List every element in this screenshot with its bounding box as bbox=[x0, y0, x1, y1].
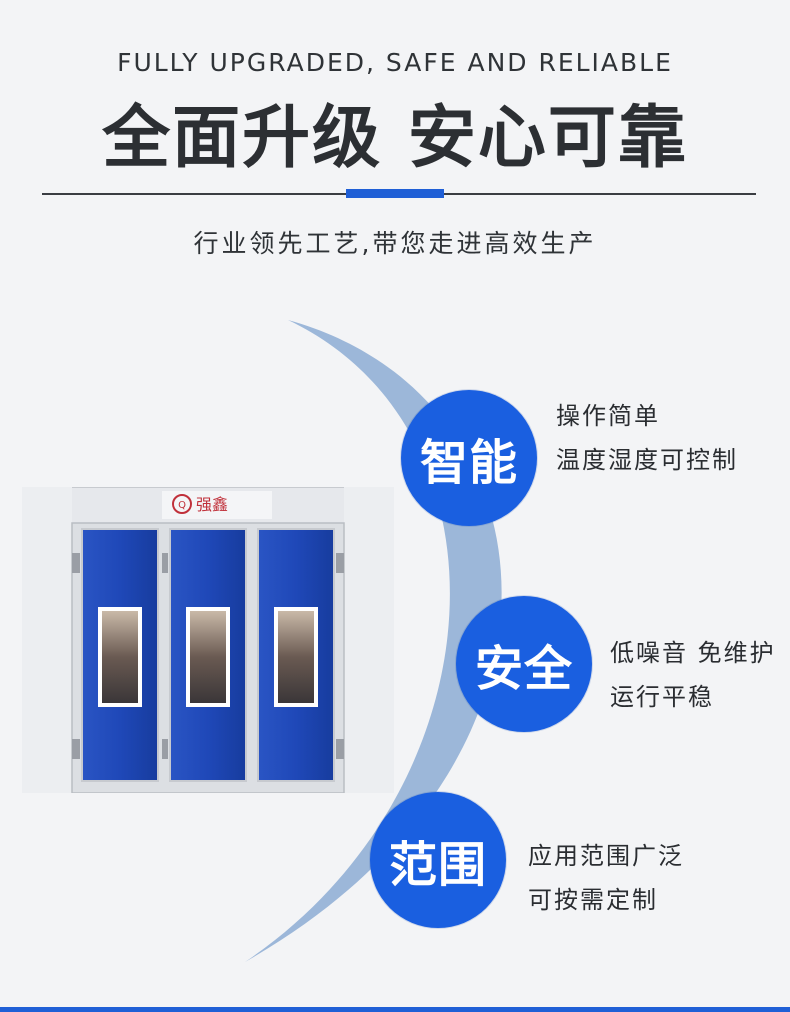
eyebrow-text: FULLY UPGRADED, SAFE AND RELIABLE bbox=[117, 48, 673, 77]
feature-line: 操作简单 bbox=[556, 402, 660, 430]
feature-text-safety: 低噪音 免维护 运行平稳 bbox=[610, 631, 776, 719]
tagline-text: 行业领先工艺,带您走进高效生产 bbox=[193, 229, 597, 258]
brand-logo-icon bbox=[172, 494, 192, 514]
bottom-accent-bar bbox=[0, 1007, 790, 1012]
feature-text-range: 应用范围广泛 可按需定制 bbox=[528, 834, 684, 922]
feature-line: 应用范围广泛 bbox=[528, 842, 684, 870]
feature-title-smart: 智能 bbox=[419, 435, 518, 491]
spray-booth-image: Q 强鑫 bbox=[22, 487, 394, 793]
feature-circle-safety: 安全 bbox=[456, 596, 592, 732]
feature-text-smart: 操作简单 温度湿度可控制 bbox=[556, 394, 738, 482]
feature-circle-range: 范围 bbox=[370, 792, 506, 928]
feature-circle-smart: 智能 bbox=[401, 390, 537, 526]
feature-line: 温度湿度可控制 bbox=[556, 446, 738, 474]
feature-line: 低噪音 免维护 bbox=[610, 639, 776, 667]
svg-text:Q: Q bbox=[178, 500, 186, 511]
feature-title-range: 范围 bbox=[388, 837, 487, 893]
feature-title-safety: 安全 bbox=[474, 641, 573, 697]
divider-accent bbox=[346, 189, 444, 198]
feature-line: 可按需定制 bbox=[528, 886, 658, 914]
feature-line: 运行平稳 bbox=[610, 683, 714, 711]
brand-logo-text: 强鑫 bbox=[196, 495, 228, 514]
page-headline: 全面升级 安心可靠 bbox=[102, 99, 688, 178]
